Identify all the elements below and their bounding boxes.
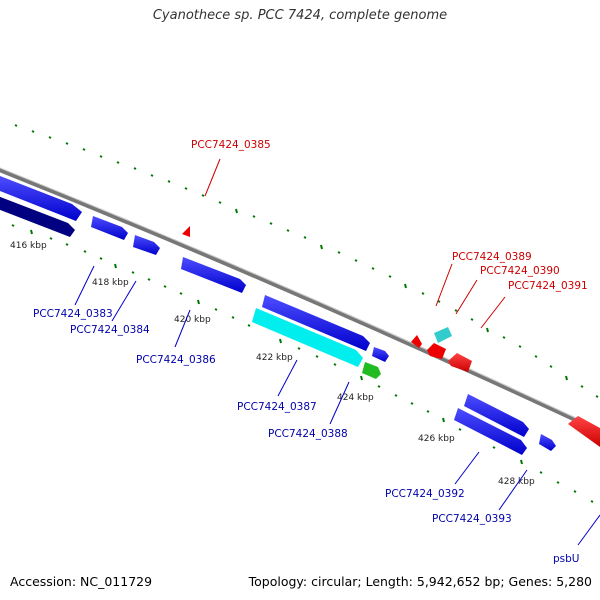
gene-rev-0391[interactable] [448,353,472,372]
forward-gene-labels: PCC7424_0383 PCC7424_0384 PCC7424_0386 P… [33,308,580,565]
gene-rev-small-a[interactable] [411,335,422,348]
ruler-label: 422 kbp [256,353,293,363]
ruler-labels: 416 kbp 418 kbp 420 kbp 422 kbp 424 kbp … [10,241,535,487]
gene-rna-0388[interactable] [362,362,381,379]
gene-label-0387[interactable]: PCC7424_0387 [237,401,317,413]
gene-label-0391[interactable]: PCC7424_0391 [508,280,588,292]
ruler-label: 424 kbp [337,393,374,403]
outer-tick-track [14,124,599,398]
topology-text: Topology: circular; Length: 5,942,652 bp… [248,574,592,589]
genome-backbone [0,167,600,434]
gene-label-psbu[interactable]: psbU [553,553,580,565]
gene-rev-0385[interactable] [182,226,190,237]
reverse-genes [182,226,600,447]
gene-label-0386[interactable]: PCC7424_0386 [136,354,216,366]
inner-ruler-track [11,224,594,503]
gene-label-0383[interactable]: PCC7424_0383 [33,308,113,320]
gene-rev-0389[interactable] [434,327,452,343]
forward-leader-lines [74,265,600,546]
gene-label-0389[interactable]: PCC7424_0389 [452,251,532,263]
map-title: Cyanothece sp. PCC 7424, complete genome [152,8,448,23]
gene-fwd-0392[interactable] [464,394,529,437]
gene-dark-0[interactable] [0,195,75,237]
gene-fwd-0382[interactable] [0,176,82,221]
gene-fwd-small-b[interactable] [539,434,556,451]
reverse-gene-labels: PCC7424_0385 PCC7424_0389 PCC7424_0390 P… [191,139,588,292]
ruler-label: 428 kbp [498,477,535,487]
ruler-label: 426 kbp [418,434,455,444]
gene-fwd-small-a[interactable] [372,347,389,362]
gene-rev-0390[interactable] [427,343,446,359]
ruler-label: 416 kbp [10,241,47,251]
gene-fwd-0386[interactable] [181,257,246,293]
forward-genes [0,176,556,455]
reverse-leader-lines [204,158,506,329]
gene-fwd-0384[interactable] [133,235,160,255]
gene-label-0384[interactable]: PCC7424_0384 [70,324,150,336]
gene-fwd-0383[interactable] [91,216,128,240]
gene-fwd-0393[interactable] [454,408,527,455]
ruler-label: 420 kbp [174,315,211,325]
gene-label-0390[interactable]: PCC7424_0390 [480,265,560,277]
gene-label-0392[interactable]: PCC7424_0392 [385,488,465,500]
gene-label-0393[interactable]: PCC7424_0393 [432,513,512,525]
gene-highlight-0387[interactable] [252,308,363,367]
accession-text: Accession: NC_011729 [10,574,153,589]
gene-label-0385[interactable]: PCC7424_0385 [191,139,271,151]
gene-rev-right[interactable] [568,416,600,447]
ruler-label: 418 kbp [92,278,129,288]
gene-fwd-0387[interactable] [262,295,370,351]
gene-label-0388[interactable]: PCC7424_0388 [268,428,348,440]
